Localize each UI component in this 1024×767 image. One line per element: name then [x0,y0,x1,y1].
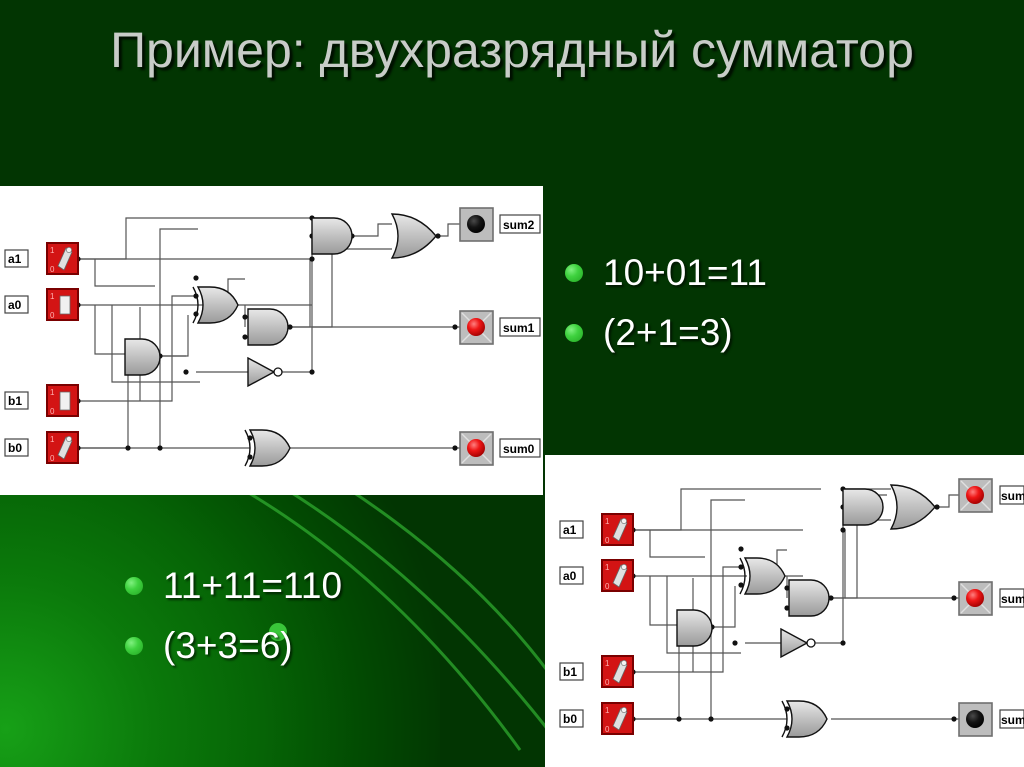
input-switch-b1[interactable]: 1 0 [601,655,634,688]
bullet-text: 10+01=11 [603,252,767,293]
input-label-b0: b0 [4,438,29,457]
svg-text:sum0: sum0 [503,442,535,456]
bullet-dot-icon [125,577,143,595]
svg-text:a1: a1 [8,252,22,266]
svg-text:a0: a0 [563,569,577,583]
output-indicator-sum2 [958,478,993,513]
input-switch-a1[interactable]: 1 0 [601,513,634,546]
and-gate-icon [247,308,289,346]
and-gate-icon [311,217,353,255]
not-gate-icon [780,627,816,659]
svg-text:1: 1 [605,517,610,526]
output-indicator-sum0 [459,431,494,466]
svg-text:b0: b0 [8,441,22,455]
and-gate-icon [676,609,713,647]
input-switch-b0[interactable]: 1 0 [601,702,634,735]
svg-text:0: 0 [605,725,610,734]
bullet-text: 11+11=110 [163,565,343,606]
circuit-diagram-2: 1 0 a1 1 0 a0 1 [545,455,1024,767]
and-gate-icon [788,579,830,617]
bullet-text: (3+3=6) [163,625,293,666]
svg-text:b0: b0 [563,712,577,726]
svg-text:sum1: sum1 [1001,592,1024,606]
not-gate-icon [247,356,283,388]
or-gate-icon [390,213,437,259]
svg-text:b1: b1 [563,665,577,679]
svg-text:sum1: sum1 [503,321,535,335]
input-label-a0: a0 [4,295,29,314]
svg-text:sum2: sum2 [1001,489,1024,503]
or-gate-icon [889,484,936,530]
svg-text:b1: b1 [8,394,22,408]
input-label-b1: b1 [4,391,29,410]
svg-text:1: 1 [50,292,55,301]
list-item: 10+01=11 [565,252,767,294]
svg-text:sum2: sum2 [503,218,535,232]
and-gate-icon [842,488,884,526]
input-switch-a0[interactable]: 1 0 [601,559,634,592]
bullet-dot-icon [565,324,583,342]
output-indicator-sum1 [958,581,993,616]
svg-text:0: 0 [50,454,55,463]
input-label-a1: a1 [4,249,29,268]
input-switch-a0[interactable]: 1 0 [46,288,79,321]
list-item: 11+11=110 [125,565,342,607]
xor-gate-icon [781,700,828,738]
input-label-a1: a1 [559,520,584,539]
bullet-text: (2+1=3) [603,312,733,353]
bullet-list-right: 10+01=11 (2+1=3) [565,252,767,372]
output-label-sum1: sum1 [999,588,1024,608]
svg-text:0: 0 [605,582,610,591]
svg-text:0: 0 [605,678,610,687]
xor-gate-icon [739,557,786,595]
page-title: Пример: двухразрядный сумматор [110,22,914,78]
svg-text:0: 0 [605,536,610,545]
output-indicator-sum0 [958,702,993,737]
input-label-a0: a0 [559,566,584,585]
svg-text:1: 1 [50,388,55,397]
list-item: (2+1=3) [565,312,767,354]
output-indicator-sum2 [459,207,494,242]
output-label-sum0: sum0 [999,709,1024,729]
svg-text:0: 0 [50,265,55,274]
output-label-sum1: sum1 [499,317,541,337]
input-switch-b0[interactable]: 1 0 [46,431,79,464]
svg-text:0: 0 [50,407,55,416]
input-switch-b1[interactable]: 1 0 [46,384,79,417]
and-gate-icon [124,338,161,376]
svg-text:a0: a0 [8,298,22,312]
bullet-list-left: 11+11=110 (3+3=6) [125,565,342,685]
svg-text:0: 0 [50,311,55,320]
input-label-b1: b1 [559,662,584,681]
bullet-dot-icon [125,637,143,655]
svg-text:1: 1 [50,246,55,255]
xor-gate-icon [244,429,291,467]
bullet-dot-icon [565,264,583,282]
input-switch-a1[interactable]: 1 0 [46,242,79,275]
output-label-sum2: sum2 [999,485,1024,505]
svg-text:1: 1 [605,659,610,668]
output-label-sum2: sum2 [499,214,541,234]
svg-text:sum0: sum0 [1001,713,1024,727]
xor-gate-icon [192,286,239,324]
list-item: (3+3=6) [125,625,342,667]
circuit-diagram-1: 1 0 a1 1 0 a0 1 [0,186,543,495]
svg-text:a1: a1 [563,523,577,537]
svg-text:1: 1 [50,435,55,444]
output-label-sum0: sum0 [499,438,541,458]
input-label-b0: b0 [559,709,584,728]
svg-text:1: 1 [605,706,610,715]
output-indicator-sum1 [459,310,494,345]
svg-text:1: 1 [605,563,610,572]
